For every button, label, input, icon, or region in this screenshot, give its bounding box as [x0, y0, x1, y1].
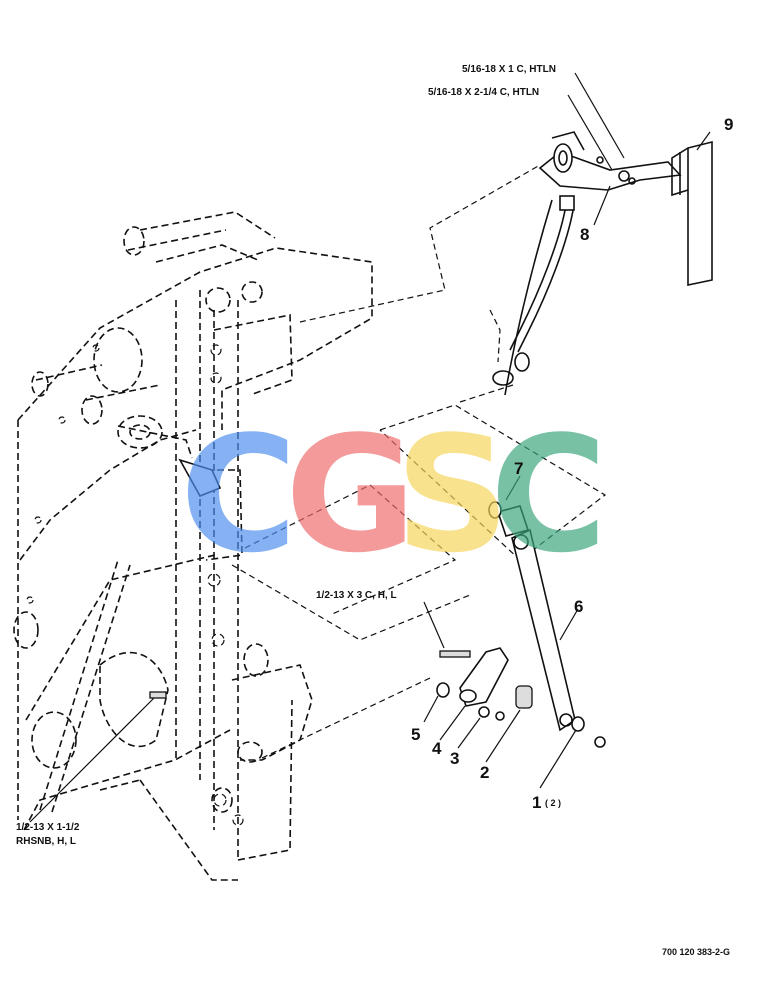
hardware-label: 1/2-13 X 3 C, H, L: [316, 590, 397, 601]
assembly-planes: [231, 164, 607, 759]
leader-lines: [29, 72, 711, 823]
callout-2: 2: [480, 763, 489, 782]
hardware-label: 5/16-18 X 1 C, HTLN: [462, 64, 556, 75]
watermark-letter: S: [395, 401, 510, 588]
callout-7: 7: [514, 459, 523, 478]
labels: 5/16-18 X 1 C, HTLN 5/16-18 X 2-1/4 C, H…: [16, 64, 733, 957]
frame-outline: [13, 211, 373, 881]
hardware-label: 1/2-13 X 1-1/2: [16, 822, 80, 833]
watermark: C G S C: [180, 401, 607, 588]
figure-code: 700 120 383-2-G: [662, 947, 730, 957]
callout-3: 3: [450, 749, 459, 768]
upper-bracket-assembly: [489, 131, 713, 396]
hardware-label: RHSNB, H, L: [16, 836, 76, 847]
callout-6: 6: [574, 597, 583, 616]
lower-hardware: [149, 458, 606, 748]
hardware-label: 5/16-18 X 2-1/4 C, HTLN: [428, 87, 539, 98]
watermark-letter: C: [490, 401, 607, 588]
callout-4: 4: [432, 739, 442, 758]
callout-1: 1: [532, 793, 541, 812]
callout-5: 5: [411, 725, 420, 744]
callout-9: 9: [724, 115, 733, 134]
callout-8: 8: [580, 225, 589, 244]
callout-1-quantity: ( 2 ): [545, 798, 561, 808]
watermark-letter: G: [285, 401, 416, 588]
watermark-letter: C: [180, 401, 297, 588]
